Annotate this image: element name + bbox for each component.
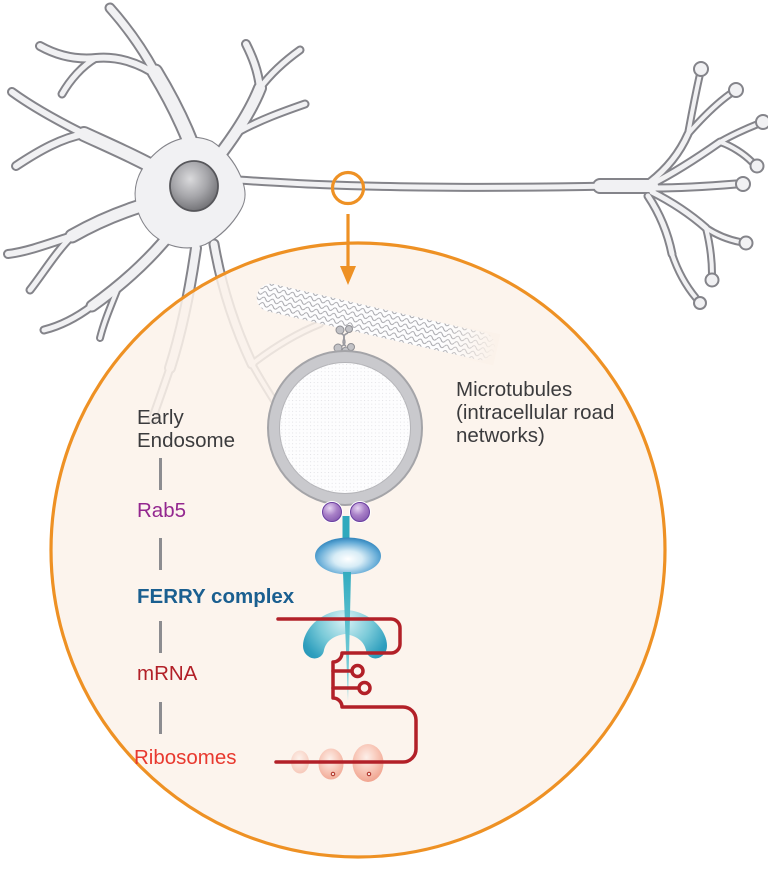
ribosomes [291,744,384,782]
ferry-arch [303,610,387,659]
mrna-label: mRNA [137,662,198,685]
ribosomes-label: Ribosomes [134,746,237,769]
early-endosome-label: Early Endosome [137,406,235,452]
microtubules-label-line2: (intracellular road [456,401,615,424]
ferry-complex-label: FERRY complex [137,585,295,608]
early-endosome-label-line1: Early [137,406,184,429]
rab5-label: Rab5 [137,499,187,522]
zoom-arrow-icon [340,214,356,285]
axon-terminal-bulbs [693,61,768,310]
nucleus [169,160,219,212]
ferry-complex [303,516,387,701]
microtubules-label-line3: networks) [456,424,545,447]
neuron [8,8,768,420]
ferry-ellipse [315,537,381,575]
mrna-hairpin-loop [350,663,365,679]
connector-line [159,702,162,734]
connector-line [159,458,162,490]
early-endosome [267,350,423,506]
rab5-spheres [321,501,371,523]
connector-line [159,621,162,653]
zoom-target-ring-icon [330,170,366,206]
mrna-hairpin-loop [357,680,372,696]
microtubules-label-line1: Microtubules [456,378,573,401]
microtubule [256,283,501,366]
ferry-stalk-lower [343,572,351,701]
mrna-strand [274,617,418,764]
early-endosome-label-line2: Endosome [137,429,236,452]
connector-line [159,538,162,570]
microtubules-label: Microtubules (intracellular road network… [456,378,614,447]
